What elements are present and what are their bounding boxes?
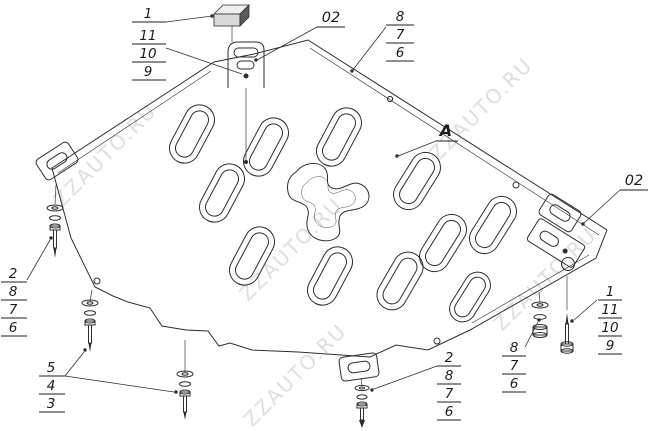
plate-holes — [93, 95, 520, 345]
callout-pos-02: 02 — [322, 10, 340, 26]
view-letter: A — [438, 121, 452, 140]
oval-slot — [168, 104, 216, 164]
callout-pos-3: 3 — [47, 396, 56, 412]
callout-pos-7: 7 — [445, 386, 454, 402]
plate-outline — [51, 39, 608, 358]
callout-bottom-right: 8 7 6 — [502, 340, 526, 393]
callout-pos-4: 4 — [47, 378, 56, 394]
fastener-bottom-middle — [354, 377, 370, 428]
callout-pos-7: 7 — [9, 302, 18, 318]
oval-slot — [306, 246, 354, 306]
callout-pos-6: 6 — [396, 45, 405, 61]
fastener-left — [46, 184, 64, 258]
mounting-tab-bottom — [338, 352, 380, 382]
callout-pos-8: 8 — [9, 284, 18, 300]
leader-lines — [26, 14, 621, 394]
callout-bottom-left: 5 4 3 — [39, 360, 65, 413]
center-cutout — [287, 163, 370, 242]
oval-slot — [228, 226, 276, 286]
callout-pos-2: 2 — [445, 350, 454, 366]
callout-pos-8: 8 — [445, 368, 454, 384]
callout-pos-6: 6 — [445, 404, 454, 420]
mounting-bracket-right — [526, 218, 586, 271]
callout-bracket-top: 02 — [317, 10, 345, 28]
callout-pos-2: 2 — [9, 266, 18, 282]
ventilation-slots — [168, 104, 517, 323]
fastener-bottom-left-1 — [81, 289, 99, 352]
oval-slot — [315, 107, 363, 167]
callout-top-right: 8 7 6 — [386, 9, 414, 62]
callout-pos-11: 11 — [139, 28, 156, 44]
callout-pos-9: 9 — [606, 338, 615, 354]
oval-slot — [393, 151, 441, 211]
callout-left: 2 8 7 6 — [1, 266, 27, 337]
oval-slot — [449, 271, 491, 323]
callout-pos-1: 1 — [144, 6, 153, 22]
oval-slot — [419, 213, 467, 273]
plate-edge-inner — [57, 70, 212, 174]
callout-pos-6: 6 — [510, 376, 519, 392]
callout-pos-9: 9 — [144, 64, 153, 80]
oval-slot — [198, 163, 246, 223]
view-label-a: A — [436, 121, 458, 142]
callout-right-bolt: 1 11 10 9 — [598, 284, 622, 355]
callout-pos-7: 7 — [510, 358, 519, 374]
mounting-bracket-top — [227, 41, 265, 160]
mounting-tab-left — [35, 141, 79, 181]
callout-pos-5: 5 — [47, 360, 56, 376]
callout-pos-8: 8 — [396, 9, 405, 25]
oval-slot — [469, 195, 517, 255]
callout-pos-10: 10 — [601, 320, 618, 336]
callout-pos-8: 8 — [510, 340, 519, 356]
callout-bottom-middle: 2 8 7 6 — [437, 350, 461, 421]
watermark-text: ZZAUTO.RU — [239, 319, 352, 431]
watermark-text: ZZAUTO.RU — [425, 53, 538, 166]
clamp-bracket-top — [213, 4, 250, 42]
callout-bracket-right: 02 — [620, 173, 648, 191]
fastener-right-bolt — [560, 276, 574, 354]
callout-pos-02: 02 — [625, 173, 643, 189]
callout-pos-10: 10 — [139, 46, 156, 62]
fastener-bottom-left-2 — [176, 340, 194, 420]
callout-top-left: 1 11 10 9 — [132, 6, 166, 81]
oval-slot — [242, 117, 290, 177]
oval-slot — [376, 251, 424, 311]
callout-pos-1: 1 — [606, 284, 615, 300]
callout-pos-6: 6 — [9, 320, 18, 336]
callout-pos-7: 7 — [396, 27, 405, 43]
callout-pos-11: 11 — [601, 302, 618, 318]
mounting-tab-right — [538, 193, 582, 233]
